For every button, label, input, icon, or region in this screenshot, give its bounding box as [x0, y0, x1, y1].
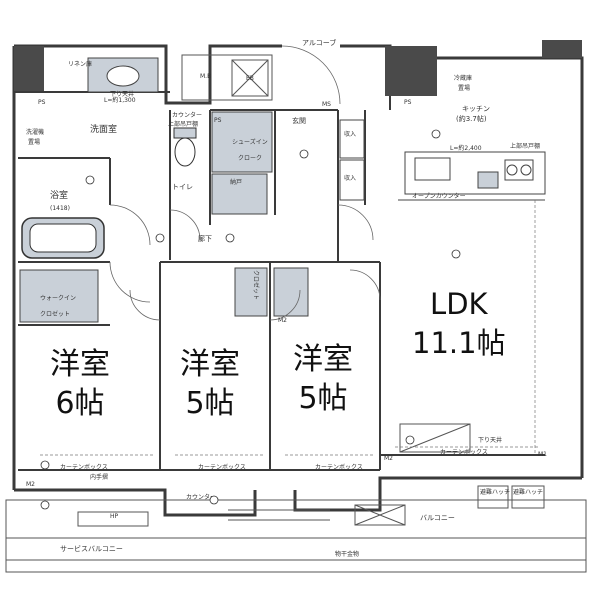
western-room-1-name: 洋室 [50, 347, 110, 382]
counter-label: カウンター [186, 494, 217, 501]
ps-label-2: PS [214, 117, 222, 124]
entry-storage-1 [339, 119, 365, 159]
m2-label-2: M2 [278, 317, 287, 324]
western-room-2-size: 5帖 [185, 386, 235, 421]
object-grid-label: 物干金物 [335, 551, 360, 558]
balcony-area [5, 485, 587, 573]
inner-handrail-label: 内手摺 [90, 474, 109, 481]
western-room-1-label: 洋室 6帖 [50, 345, 110, 423]
walkin-label: ウォークイン [40, 295, 77, 302]
service-balcony-label: サービスバルコニー [60, 545, 123, 553]
walkin-closet-label: クロゼット [40, 311, 71, 318]
vent-label-1: 避難ハッチ [480, 489, 511, 496]
western-room-3-label: 洋室 5帖 [293, 340, 353, 418]
shoebox-label: シューズイン [232, 139, 268, 146]
bathtub [21, 217, 105, 259]
genkan-label: 玄関 [292, 117, 306, 125]
column-blocks [14, 40, 582, 96]
storage-in-label-2: 収入 [344, 175, 357, 182]
washroom-label: 洗面室 [90, 125, 118, 135]
curtain-box-label-3: カーテンボックス [315, 464, 363, 471]
storage-label: 納戸 [230, 179, 243, 186]
hp-label: HP [110, 513, 119, 520]
m1-label: M1 [538, 451, 547, 458]
western-room-3-size: 5帖 [298, 381, 348, 416]
ceiling-lights [40, 129, 461, 510]
wash-basin [87, 57, 159, 93]
ms-label: MS [322, 101, 331, 108]
ceiling-drop-lines [40, 200, 540, 456]
shoebox2-label: クローク [238, 155, 263, 162]
ceiling-drop-label-2: 下り天井 [478, 437, 503, 444]
ldk-size: 11.1帖 [412, 326, 506, 361]
storage-in-label-1: 収入 [344, 131, 357, 138]
ps-label-3: PS [404, 99, 412, 106]
hallway-label: 廊下 [198, 235, 212, 243]
m2-label-1: M2 [26, 481, 35, 488]
ldk-label: LDK 11.1帖 [412, 285, 506, 363]
mb-label: M.B [200, 73, 212, 80]
linen-label: リネン庫 [68, 61, 93, 68]
washer-label: 洗濯機 [26, 129, 45, 136]
balcony-label: バルコニー [420, 514, 455, 522]
vent-label-2: 避難ハッチ [513, 489, 544, 496]
curtain-box-label-4: カーテンボックス [440, 449, 488, 456]
entry-storage-2 [339, 159, 365, 201]
shoebox-cabinet [211, 111, 273, 173]
kitchen-counter [404, 151, 546, 195]
walkin-closet-box [19, 269, 99, 323]
curtain-box-label-2: カーテンボックス [198, 464, 246, 471]
ldk-name: LDK [430, 287, 488, 321]
eb-label: EB [246, 75, 254, 82]
dimension-label-1: L=約1,300 [104, 97, 136, 104]
closet-fill-2 [273, 267, 309, 317]
washer2-label: 置場 [28, 139, 41, 146]
bath-size-label: (1418) [50, 205, 70, 212]
kitchen-size-label: (約3.7帖) [456, 115, 487, 123]
storage-cabinet [211, 173, 268, 215]
toilet-label: トイレ [172, 183, 193, 191]
ceiling-drop-label-1: 下り天井 [110, 91, 135, 98]
mb-shaft [181, 54, 273, 101]
counter-upper2-label: 上部吊戸棚 [168, 121, 199, 128]
western-room-1-size: 6帖 [55, 386, 105, 421]
upper-cabinet-label: 上部吊戸棚 [510, 143, 541, 150]
closet-fill-1 [234, 267, 268, 317]
western-room-2-label: 洋室 5帖 [180, 345, 240, 423]
western-room-2-name: 洋室 [180, 347, 240, 382]
bathroom-label: 浴室 [50, 191, 69, 201]
outer-walls [12, 44, 584, 517]
m2-label-3: M2 [384, 455, 393, 462]
open-counter-label: オープンカウンター [412, 193, 466, 200]
curtain-box-label-1: カーテンボックス [60, 464, 108, 471]
toilet-fixture [173, 127, 197, 167]
dimension-label-2: L=約2,400 [450, 145, 482, 152]
ps-label-1: PS [38, 99, 46, 106]
ldk-box [399, 423, 471, 453]
door-swings [109, 45, 381, 321]
refrigerator2-label: 置場 [458, 85, 471, 92]
western-room-3-name: 洋室 [293, 342, 353, 377]
kitchen-label: キッチン [462, 105, 490, 113]
closet-label-1: クロゼット [252, 269, 260, 301]
alcove-label: アルコーブ [302, 39, 337, 47]
refrigerator-label: 冷蔵庫 [454, 75, 473, 82]
counter-upper-label: カウンター [172, 112, 203, 119]
